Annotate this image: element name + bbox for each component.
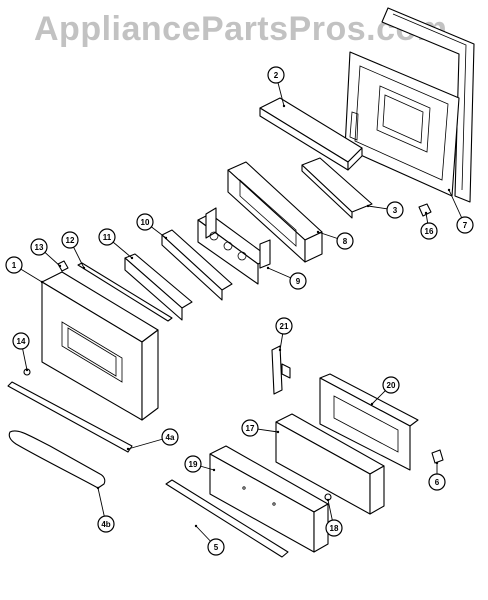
callout-18: 18 <box>325 519 343 537</box>
part-16-clip <box>418 203 432 217</box>
part-9-glass-pack-bracket <box>197 207 271 285</box>
callout-17: 17 <box>241 419 259 437</box>
callout-4a: 4a <box>161 428 179 446</box>
callout-14: 14 <box>12 332 30 350</box>
callout-4b: 4b <box>97 515 115 533</box>
part-7-door-gasket <box>381 7 475 203</box>
callout-label: 7 <box>463 221 468 230</box>
part-10-glass <box>161 229 233 301</box>
leader-tip-17 <box>276 430 280 434</box>
leader-tip-19 <box>212 468 216 472</box>
leader-tip-20 <box>370 402 374 406</box>
callout-5: 5 <box>207 538 225 556</box>
callout-label: 12 <box>66 236 75 245</box>
leader-tip-4b <box>96 486 100 490</box>
leader-tip-21 <box>278 348 282 352</box>
callout-label: 20 <box>387 381 396 390</box>
part-1-outer-door-panel <box>41 271 159 421</box>
part-12-trim-strip <box>77 262 173 322</box>
callout-3: 3 <box>386 201 404 219</box>
leader-tip-6 <box>435 461 439 465</box>
leader-tip-10 <box>164 236 168 240</box>
part-4b-handle <box>8 430 106 489</box>
part-8-glass-frame <box>227 161 323 263</box>
leader-tip-16 <box>424 211 428 215</box>
callout-6: 6 <box>428 473 446 491</box>
leader-tip-3 <box>366 204 370 208</box>
part-3-inner-glass <box>301 157 373 219</box>
callout-2: 2 <box>267 66 285 84</box>
callout-label: 4b <box>101 520 110 529</box>
inner-door-panel <box>344 51 460 197</box>
part-13-screw <box>57 260 69 272</box>
callout-label: 8 <box>343 237 348 246</box>
callout-13: 13 <box>30 238 48 256</box>
callout-label: 4a <box>166 433 175 442</box>
callout-label: 9 <box>296 277 301 286</box>
callout-16: 16 <box>420 222 438 240</box>
part-20-drawer-frame <box>319 373 419 471</box>
callout-label: 1 <box>12 261 17 270</box>
leader-tip-5 <box>194 524 198 528</box>
callout-20: 20 <box>382 376 400 394</box>
part-11-window-frame <box>124 253 193 321</box>
callout-label: 11 <box>103 233 112 242</box>
leader-tip-9 <box>266 266 270 270</box>
callout-label: 13 <box>35 243 44 252</box>
watermark: AppliancePartsPros.com <box>34 10 448 48</box>
callout-label: 2 <box>274 71 279 80</box>
part-5-drawer-trim <box>165 479 289 558</box>
part-17-drawer-body <box>275 413 385 515</box>
leader-tip-14 <box>25 368 29 372</box>
part-21-hinge-bracket <box>271 345 291 395</box>
part-19-drawer-front <box>209 445 329 553</box>
leader-tip-11 <box>130 256 134 260</box>
callout-label: 19 <box>189 460 198 469</box>
part-6-clip <box>431 449 444 464</box>
callout-9: 9 <box>289 272 307 290</box>
callout-12: 12 <box>61 231 79 249</box>
callout-label: 17 <box>246 424 255 433</box>
leader-tip-8 <box>316 230 320 234</box>
callout-label: 14 <box>17 337 26 346</box>
part-4a-handle-trim <box>7 381 133 453</box>
callout-label: 16 <box>425 227 434 236</box>
leader-tip-7 <box>447 188 451 192</box>
callout-label: 18 <box>330 524 339 533</box>
leader-tip-4a <box>126 447 130 451</box>
callout-1: 1 <box>5 256 23 274</box>
leader-tip-12 <box>82 266 86 270</box>
part-2-top-rail <box>259 97 363 171</box>
callout-10: 10 <box>136 213 154 231</box>
callout-11: 11 <box>98 228 116 246</box>
leader-tip-1 <box>40 280 44 284</box>
callout-label: 5 <box>214 543 219 552</box>
leader-tip-13 <box>58 264 62 268</box>
callout-label: 6 <box>435 478 440 487</box>
callout-19: 19 <box>184 455 202 473</box>
leader-tip-18 <box>326 498 330 502</box>
callout-label: 10 <box>141 218 150 227</box>
callout-8: 8 <box>336 232 354 250</box>
callout-21: 21 <box>275 317 293 335</box>
callout-label: 21 <box>280 322 289 331</box>
callout-label: 3 <box>393 206 398 215</box>
callout-7: 7 <box>456 216 474 234</box>
leader-tip-2 <box>282 104 286 108</box>
